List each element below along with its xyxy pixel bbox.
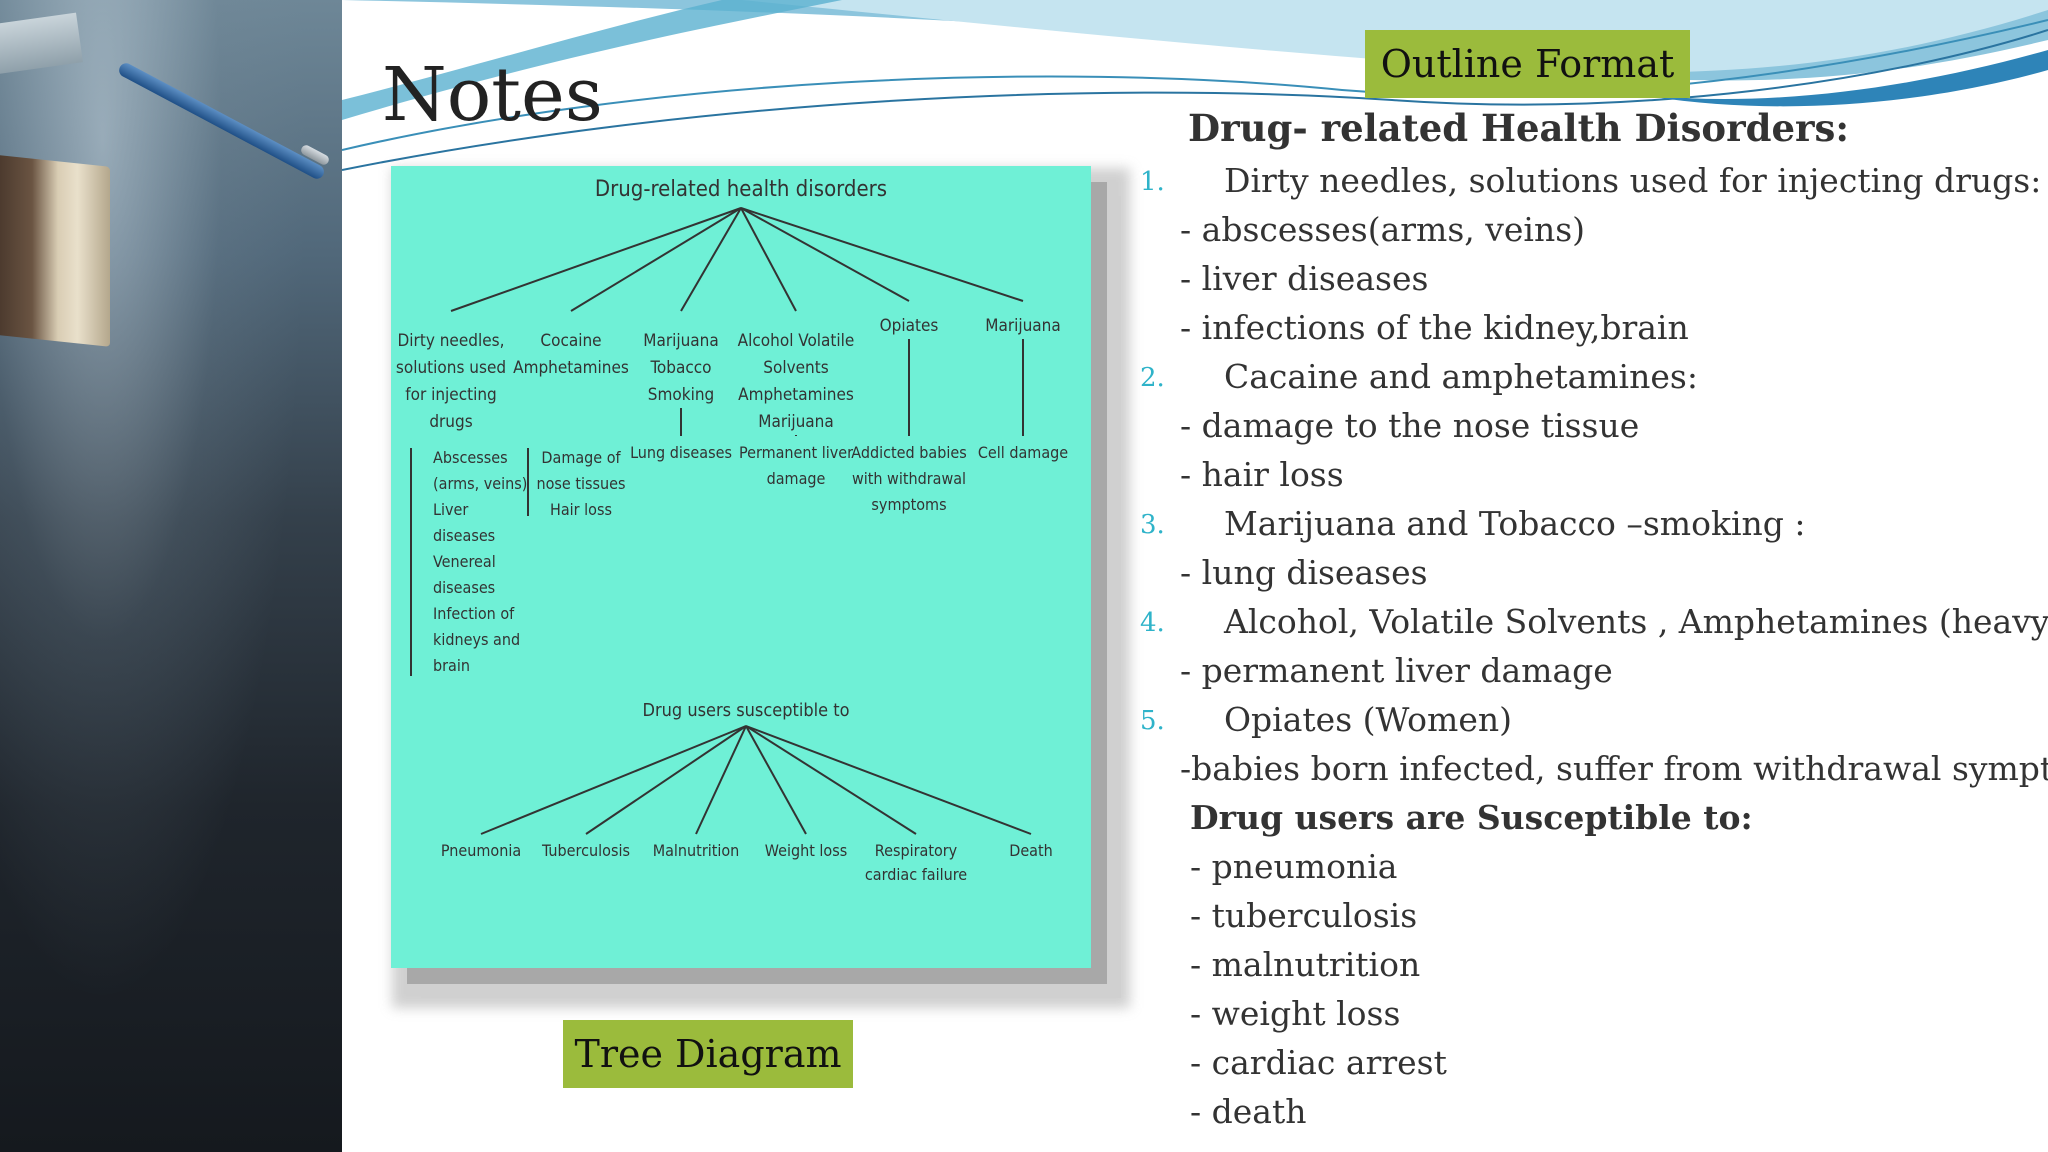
diagram-category-label: for injecting: [405, 385, 497, 405]
diagram-category-label: Smoking: [648, 385, 714, 405]
slide-title: Notes: [382, 52, 603, 138]
diagram-category-label: solutions used: [396, 358, 506, 378]
diagram-category-label: Amphetamines: [738, 385, 854, 405]
diagram-category-label: Opiates: [880, 316, 939, 336]
diagram-effect-label: diseases: [433, 578, 495, 597]
diagram-susceptible-line: [745, 725, 917, 835]
outline-item-text: Alcohol, Volatile Solvents , Amphetamine…: [1224, 602, 2048, 641]
diagram-category-label: Alcohol Volatile: [738, 331, 855, 351]
diagram-effect-label: nose tissues: [537, 474, 626, 493]
outline-heading: Drug- related Health Disorders:: [1188, 106, 1849, 150]
diagram-susceptible-line: [695, 725, 747, 835]
outline-subitem: - liver diseases: [1180, 259, 1429, 298]
diagram-branch-line: [740, 207, 1024, 302]
diagram-category-label: Amphetamines: [513, 358, 629, 378]
diagram-susceptible-label: Respiratory: [875, 841, 958, 860]
diagram-susceptible-label: Death: [1009, 841, 1053, 860]
outline-item-number: 1.: [1140, 167, 1165, 197]
diagram-susceptible-line: [480, 725, 747, 835]
outline-item-text: Dirty needles, solutions used for inject…: [1224, 161, 2042, 200]
outline-item-text: Opiates (Women): [1224, 700, 1512, 739]
outline-subitem: - infections of the kidney,brain: [1180, 308, 1689, 347]
diagram-branch-line: [570, 207, 742, 312]
diagram-top-title: Drug-related health disorders: [595, 177, 887, 202]
outline-subitem: - hair loss: [1180, 455, 1344, 494]
diagram-category-label: Marijuana: [758, 412, 834, 432]
diagram-susceptible-label: Tuberculosis: [541, 841, 630, 860]
outline-item-text: Marijuana and Tobacco –smoking :: [1224, 504, 1806, 543]
diagram-effect-label: Liver: [433, 500, 468, 519]
susceptible-item: - cardiac arrest: [1190, 1043, 1447, 1082]
diagram-effect-label: Cell damage: [978, 443, 1068, 462]
desk-photo: [0, 0, 342, 1152]
diagram-effect-label: diseases: [433, 526, 495, 545]
diagram-effect-label: Infection of: [433, 604, 515, 623]
diagram-branch-line: [680, 207, 742, 312]
outline-format-label: Outline Format: [1365, 30, 1690, 98]
diagram-effect-label: kidneys and: [433, 630, 520, 649]
outline-subitem: - permanent liver damage: [1180, 651, 1613, 690]
outline-subitem: -babies born infected, suffer from withd…: [1180, 749, 2048, 788]
diagram-category-label: Marijuana: [643, 331, 719, 351]
diagram-effect-label: symptoms: [871, 495, 946, 514]
outline-subitem: - lung diseases: [1180, 553, 1428, 592]
outline-item-number: 3.: [1140, 510, 1165, 540]
diagram-susceptible-label: cardiac failure: [865, 865, 967, 884]
diagram-effect-label: damage: [767, 469, 826, 488]
diagram-effect-label: Damage of: [541, 448, 621, 467]
outline-subitem: - damage to the nose tissue: [1180, 406, 1640, 445]
diagram-category-label: Solvents: [763, 358, 828, 378]
diagram-susceptible-label: Pneumonia: [441, 841, 521, 860]
diagram-effect-label: Hair loss: [550, 500, 612, 519]
diagram-susceptible-line: [585, 725, 747, 835]
diagram-effect-label: Venereal: [433, 552, 496, 571]
outline-item-number: 2.: [1140, 363, 1165, 393]
diagram-effect-label: brain: [433, 656, 470, 675]
tree-diagram-label: Tree Diagram: [563, 1020, 853, 1088]
diagram-category-label: Tobacco: [649, 358, 711, 378]
diagram-category-label: Dirty needles,: [398, 331, 505, 351]
diagram-effect-label: Abscesses: [433, 448, 508, 467]
diagram-category-label: drugs: [429, 412, 472, 432]
diagram-category-label: Marijuana: [985, 316, 1061, 336]
diagram-effect-label: with withdrawal: [852, 469, 966, 488]
photo-book: [0, 153, 110, 347]
susceptible-item: - malnutrition: [1190, 945, 1421, 984]
susceptible-heading: Drug users are Susceptible to:: [1190, 798, 1753, 837]
susceptible-item: - pneumonia: [1190, 847, 1398, 886]
diagram-branch-line: [740, 207, 797, 312]
diagram-susceptible-line: [745, 725, 1032, 835]
susceptible-item: - death: [1190, 1092, 1307, 1131]
diagram-effect-label: (arms, veins): [433, 474, 527, 493]
outline-item-number: 4.: [1140, 608, 1165, 638]
outline-item-text: Cacaine and amphetamines:: [1224, 357, 1698, 396]
outline-subitem: - abscesses(arms, veins): [1180, 210, 1586, 249]
susceptible-item: - tuberculosis: [1190, 896, 1418, 935]
diagram-branch-line: [450, 207, 742, 312]
diagram-effect-label: Lung diseases: [630, 443, 732, 462]
outline-item-number: 5.: [1140, 706, 1165, 736]
diagram-susceptible-line: [745, 725, 807, 835]
susceptible-item: - weight loss: [1190, 994, 1401, 1033]
diagram-susceptible-label: Weight loss: [765, 841, 847, 860]
diagram-susceptible-label: Malnutrition: [653, 841, 740, 860]
diagram-category-label: Cocaine: [540, 331, 601, 351]
diagram-bottom-title: Drug users susceptible to: [643, 700, 850, 721]
diagram-effect-label: Addicted babies: [851, 443, 966, 462]
diagram-effect-label: Permanent liver: [739, 443, 853, 462]
diagram-branch-line: [740, 207, 910, 302]
